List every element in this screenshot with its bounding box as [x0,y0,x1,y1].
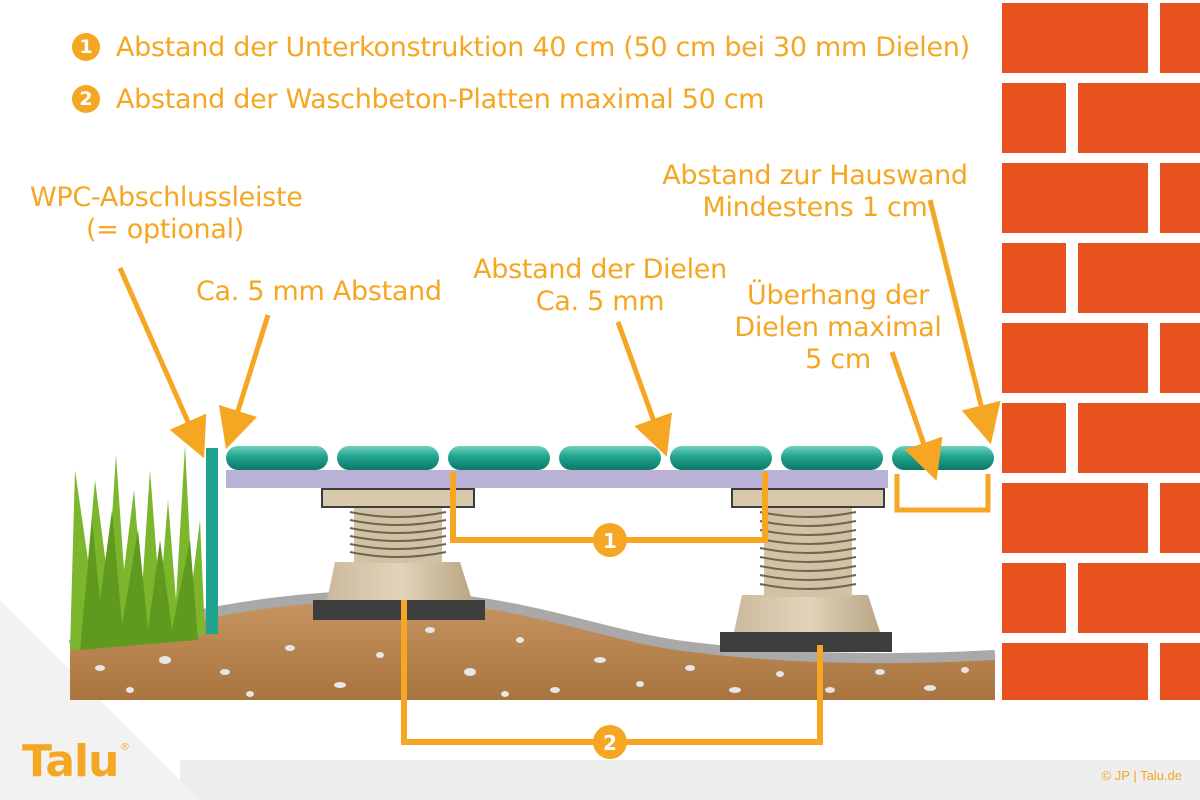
arrow-overhang [889,351,943,481]
label-wall-gap: Abstand zur Hauswand Mindestens 1 cm [660,160,970,224]
label-wall-gap-line1: Abstand zur Hauswand [662,160,968,191]
label-board-gap-line1: Abstand der Dielen [473,254,727,285]
gravel-layer [68,590,996,664]
label-board-gap-line2: Ca. 5 mm [535,286,665,317]
joist [226,470,888,488]
arrow-wall [927,199,1001,445]
grass [70,445,205,650]
label-gap5mm: Ca. 5 mm Abstand [196,276,442,307]
pedestal-1 [313,488,485,620]
arrow-board-gap [615,321,672,457]
arrow-wpc [117,266,207,459]
legend-item-1: 1 Abstand der Unterkonstruktion 40 cm (5… [72,30,970,64]
label-overhang: Überhang der Dielen maximal 5 cm [728,280,948,376]
marker-2: 2 [593,725,627,759]
label-board-gap: Abstand der Dielen Ca. 5 mm [470,254,730,318]
copyright: © JP | Talu.de [1101,768,1182,783]
label-wpc-line1: WPC-Abschlussleiste [30,182,303,213]
legend-text-1: Abstand der Unterkonstruktion 40 cm (50 … [116,31,970,63]
legend-number-1: 1 [72,33,100,61]
soil [70,595,995,700]
label-overhang-line3: 5 cm [805,344,871,375]
legend-number-2: 2 [72,85,100,113]
deck-boards [226,446,994,470]
label-wpc: WPC-Abschlussleiste (= optional) [30,182,303,246]
label-arrows [117,199,1001,481]
svg-text:1: 1 [603,529,617,553]
wpc-edge-strip [206,448,218,634]
legend-item-2: 2 Abstand der Waschbeton-Platten maximal… [72,82,765,116]
label-wpc-line2: (= optional) [85,214,245,245]
pedestal-2 [720,488,892,652]
svg-text:2: 2 [603,731,617,755]
soil-stones [95,627,969,697]
floor-strip [180,760,1200,800]
label-wall-gap-line2: Mindestens 1 cm [702,192,928,223]
arrow-gap5mm [218,314,271,450]
marker-1: 1 [593,523,627,557]
brick-wall [1000,0,1200,700]
label-overhang-line1: Überhang der [747,280,929,311]
label-overhang-line2: Dielen maximal [734,312,942,343]
talu-logo: Talu [22,736,119,787]
logo-registered-mark: ® [120,742,130,753]
legend-text-2: Abstand der Waschbeton-Platten maximal 5… [116,83,765,115]
overhang-bracket [894,474,991,513]
